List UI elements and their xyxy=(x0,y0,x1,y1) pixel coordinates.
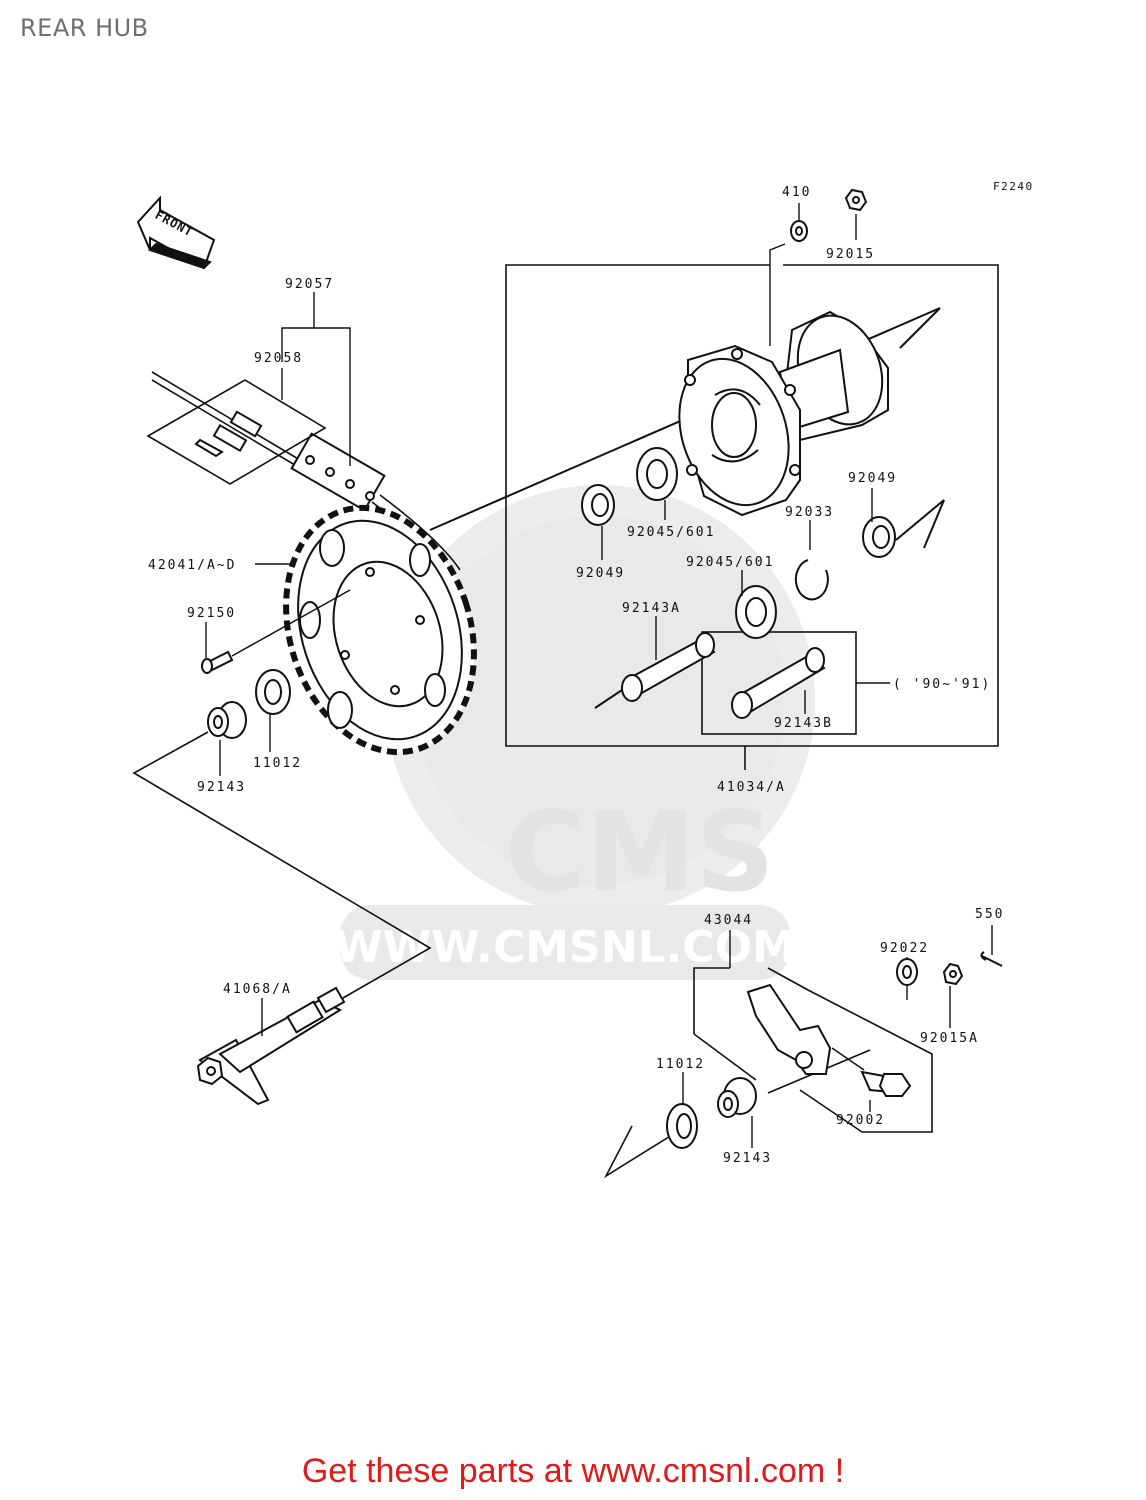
label-41034: 41034/A xyxy=(717,780,786,795)
label-11012-lower: 11012 xyxy=(656,1057,705,1072)
label-92002: 92002 xyxy=(836,1113,885,1128)
label-42041: 42041/A~D xyxy=(148,558,236,573)
label-92015: 92015 xyxy=(826,247,875,262)
label-410: 410 xyxy=(782,185,811,200)
label-11012-upper: 11012 xyxy=(253,756,302,771)
adjuster-bolt-92002 xyxy=(831,1047,912,1097)
label-550: 550 xyxy=(975,907,1004,922)
chain-joint-box xyxy=(146,379,327,485)
seal-11012-lower xyxy=(666,1103,698,1149)
figure-id: F2240 xyxy=(993,180,1034,193)
chain-adjuster-box xyxy=(693,967,933,1133)
label-92143a: 92143A xyxy=(622,601,681,616)
label-92045-upper: 92045/601 xyxy=(627,525,715,540)
collar-92143a xyxy=(594,632,716,709)
label-92143b-note: ( '90~'91) xyxy=(893,677,991,692)
label-92143-lower: 92143 xyxy=(723,1151,772,1166)
label-92045-lower: 92045/601 xyxy=(686,555,774,570)
label-92058: 92058 xyxy=(254,351,303,366)
rear-sprocket xyxy=(283,504,477,756)
rear-hub-body xyxy=(429,307,941,531)
leader-lines xyxy=(205,203,993,1148)
sprocket-bolt xyxy=(201,589,351,674)
rear-axle xyxy=(196,986,346,1106)
nut-92015a xyxy=(942,962,964,986)
collar-92143-lower xyxy=(717,1077,757,1118)
label-41068: 41068/A xyxy=(223,982,292,997)
bearing-lower xyxy=(735,585,777,639)
oil-seal-left xyxy=(581,484,615,526)
label-92049-left: 92049 xyxy=(576,566,625,581)
front-arrow-icon: FRONT xyxy=(136,195,216,270)
label-92057: 92057 xyxy=(285,277,334,292)
washer-410 xyxy=(790,220,808,242)
hub-assembly-box xyxy=(505,264,999,770)
nut-92015 xyxy=(844,188,868,212)
washer-92022 xyxy=(896,958,918,986)
label-92150: 92150 xyxy=(187,606,236,621)
oil-seal-right xyxy=(862,499,945,558)
label-92143b: 92143B xyxy=(774,716,833,731)
bearing-upper xyxy=(636,447,678,501)
page-title: REAR HUB xyxy=(20,14,149,42)
label-43044: 43044 xyxy=(704,913,753,928)
chain-adjuster xyxy=(746,983,832,1075)
circlip xyxy=(794,559,829,601)
label-92015a: 92015A xyxy=(920,1031,979,1046)
watermark-brand: CMS xyxy=(505,788,774,916)
watermark-url: WWW.CMSNL.COM xyxy=(334,922,796,973)
seal-11012-upper xyxy=(255,669,291,715)
label-92143-upper: 92143 xyxy=(197,780,246,795)
label-92022: 92022 xyxy=(880,941,929,956)
cotter-pin-550 xyxy=(980,951,1003,967)
parts-diagram: CMS WWW.CMSNL.COM F2240 FRONT xyxy=(132,180,1034,1179)
label-92049-right: 92049 xyxy=(848,471,897,486)
label-92033: 92033 xyxy=(785,505,834,520)
footer-link[interactable]: Get these parts at www.cmsnl.com ! xyxy=(301,1452,845,1490)
collar-92143-upper xyxy=(207,701,247,739)
collar-92143b xyxy=(731,647,826,719)
watermark-logo: CMS WWW.CMSNL.COM xyxy=(334,485,815,980)
part-labels: 410 92015 92057 92058 92049 92033 92045/… xyxy=(148,185,1004,1166)
